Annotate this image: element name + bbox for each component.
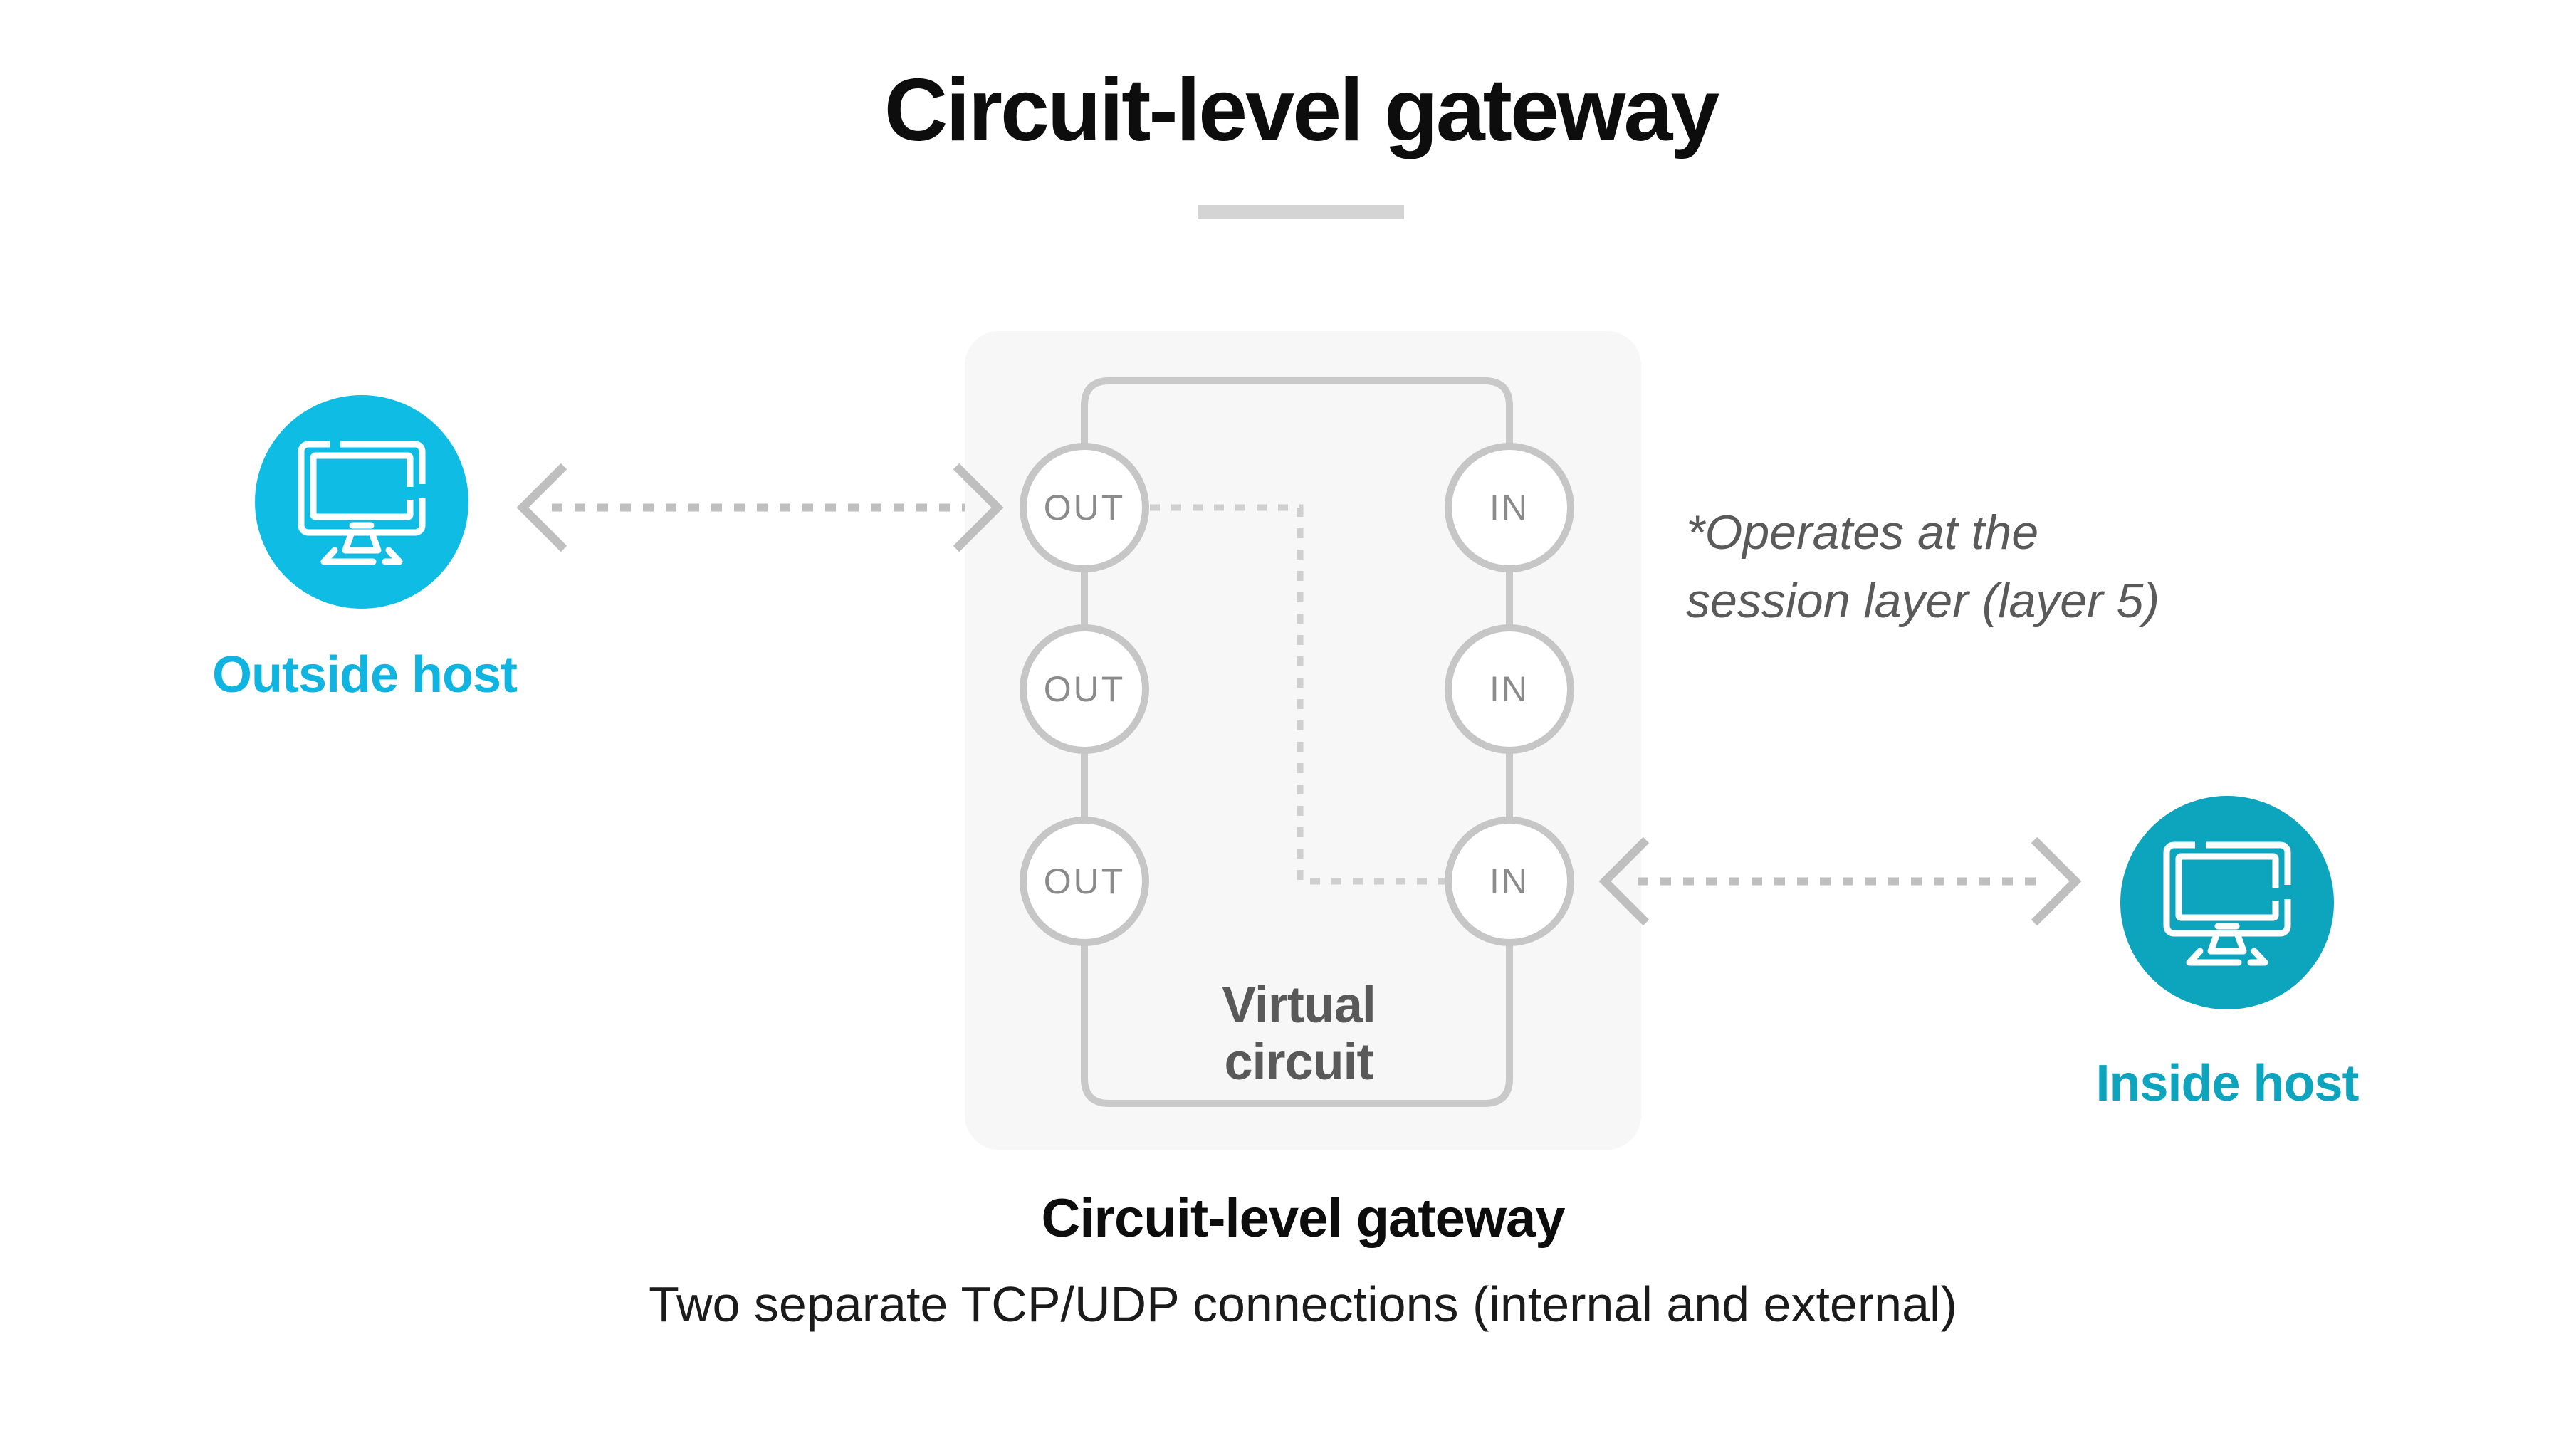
arrowhead-right-icon [2031, 836, 2082, 926]
inside-host-label: Inside host [2095, 1055, 2359, 1112]
note-line1: *Operates at the [1686, 505, 2039, 560]
in-port-label: IN [1489, 669, 1529, 709]
out-port-label: OUT [1043, 669, 1126, 709]
out-port-1 [1020, 443, 1149, 572]
virtual-circuit-line2: circuit [1224, 1034, 1373, 1091]
in-port-label: IN [1489, 488, 1529, 528]
virtual-circuit-line1: Virtual [1222, 977, 1376, 1034]
out-port-label: OUT [1043, 488, 1126, 528]
title-underline-rule [1198, 205, 1404, 219]
caption-subtitle: Two separate TCP/UDP connections (intern… [649, 1276, 1957, 1332]
arrowhead-left-icon [516, 463, 567, 552]
out-port-2 [1020, 624, 1149, 754]
caption-title: Circuit-level gateway [1041, 1188, 1565, 1249]
out-port-label: OUT [1043, 861, 1126, 901]
session-layer-note: *Operates at the session layer (layer 5) [1686, 498, 2159, 635]
inside-host-badge [2120, 796, 2334, 1009]
in-port-1 [1445, 443, 1574, 572]
in-port-label: IN [1489, 861, 1529, 901]
arrowhead-right-icon [953, 463, 1004, 552]
arrowhead-left-icon [1598, 836, 1650, 926]
top-circuit-link [1081, 377, 1513, 450]
outside-host-badge [255, 395, 468, 609]
bottom-circuit-link [1081, 939, 1513, 1107]
out-port-3 [1020, 817, 1149, 946]
page-title: Circuit-level gateway [884, 61, 1720, 159]
outside-host-label: Outside host [211, 646, 518, 703]
virtual-circuit-label: Virtual circuit [1222, 977, 1376, 1091]
in-port-2 [1445, 624, 1574, 754]
note-line2: session layer (layer 5) [1686, 574, 2160, 628]
in-port-3 [1445, 817, 1574, 946]
column-links [1081, 565, 1513, 824]
